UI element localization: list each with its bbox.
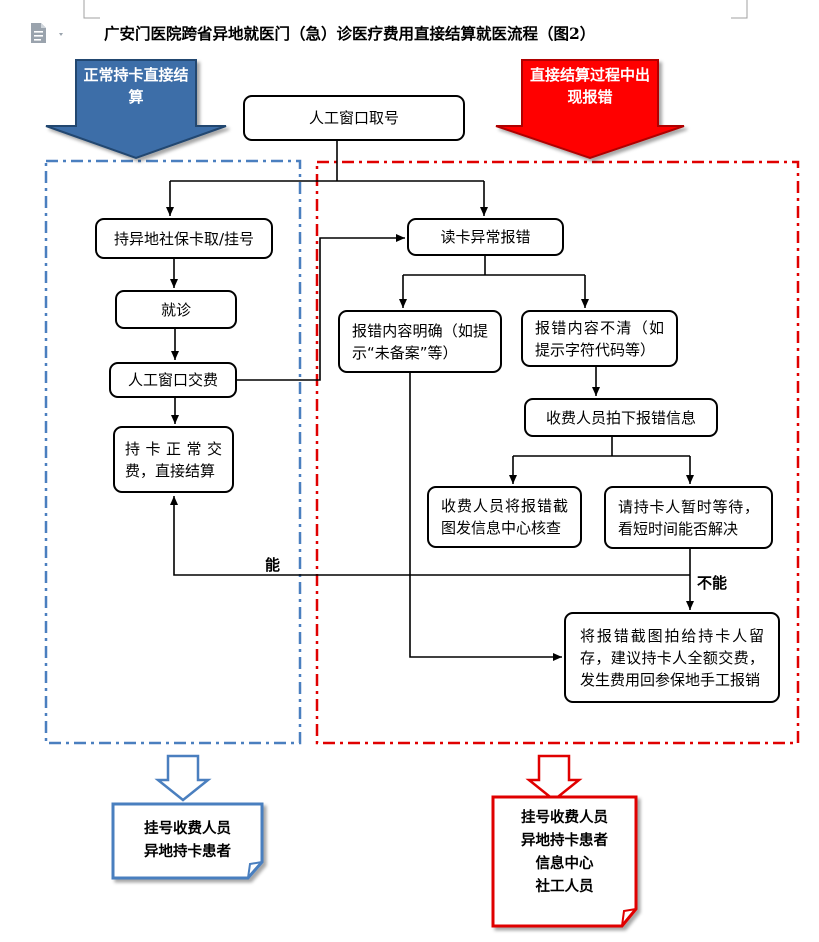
node-staff-send: 收费人员将报错截图发信息中心核查: [427, 486, 582, 548]
node-unclear-error: 报错内容不清（如提示字符代码等）: [521, 310, 678, 367]
hollow-arrow-left: [154, 754, 212, 802]
legend-right-line-2: 异地持卡患者: [521, 832, 608, 849]
node-final: 将报错截图拍给持卡人留存，建议持卡人全额交费，发生费用回参保地手工报销: [564, 612, 780, 703]
error-handling-region: [315, 160, 800, 745]
node-queue: 人工窗口取号: [243, 95, 465, 141]
legend-right-line-4: 社工人员: [535, 878, 594, 895]
node-consult: 就诊: [115, 290, 237, 329]
node-read-error: 读卡异常报错: [407, 218, 564, 256]
node-wait: 请持卡人暂时等待，看短时间能否解决: [604, 486, 773, 549]
legend-right-line-3: 信息中心: [535, 855, 594, 872]
node-register: 持异地社保卡取/挂号: [95, 218, 273, 259]
normal-settlement-region: [44, 159, 302, 745]
page-title: 广安门医院跨省异地就医门（急）诊医疗费用直接结算就医流程（图2）: [104, 24, 596, 43]
legend-left-line-1: 挂号收费人员: [144, 820, 231, 837]
legend-note-right-shape: [491, 795, 638, 928]
legend-note-left-shape: [111, 802, 264, 880]
document-icon[interactable]: [28, 22, 70, 48]
error-arrow-label: 直接结算过程中出现报错: [529, 66, 650, 106]
error-arrow-shape: [495, 59, 685, 160]
legend-right-line-1: 挂号收费人员: [521, 809, 608, 826]
node-staff-capture: 收费人员拍下报错信息: [524, 398, 718, 437]
node-clear-error: 报错内容明确（如提示“未备案”等）: [338, 310, 502, 373]
edge-label-yes: 能: [265, 556, 281, 574]
node-pay-window: 人工窗口交费: [109, 362, 237, 398]
legend-left-line-2: 异地持卡患者: [144, 843, 231, 860]
normal-settlement-arrow-label: 正常持卡直接结算: [83, 66, 189, 106]
node-normal-settle: 持卡正常交费，直接结算: [113, 426, 234, 493]
edge-label-no: 不能: [697, 574, 728, 592]
legend-note-right: 挂号收费人员 异地持卡患者 信息中心 社工人员: [493, 806, 636, 898]
normal-settlement-arrow-shape: [45, 59, 227, 160]
hollow-arrow-right: [525, 754, 583, 802]
legend-note-left: 挂号收费人员 异地持卡患者: [113, 817, 262, 863]
